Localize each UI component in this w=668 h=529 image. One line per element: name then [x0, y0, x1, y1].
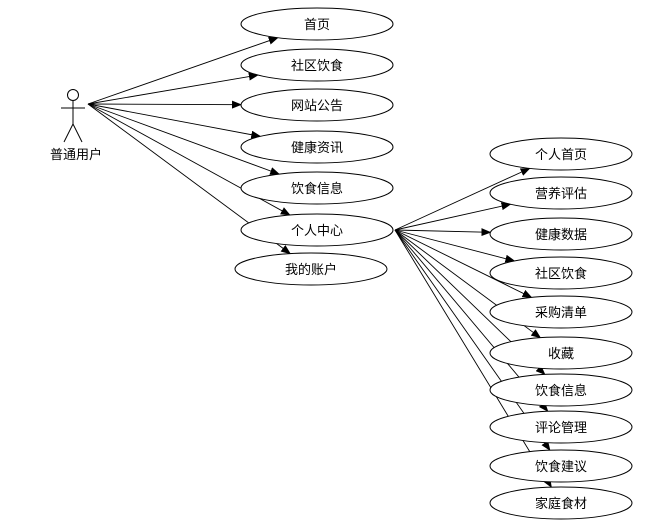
sub-use-case-label: 饮食信息	[535, 383, 587, 399]
use-case-label: 个人中心	[291, 224, 343, 239]
use-case[interactable]: 饮食信息	[240, 171, 394, 205]
use-case[interactable]: 网站公告	[240, 88, 394, 122]
sub-use-case-label: 饮食建议	[535, 459, 587, 475]
personal-center-assoc-line	[394, 228, 492, 237]
sub-use-case[interactable]: 饮食信息	[489, 373, 633, 407]
sub-use-case[interactable]: 评论管理	[489, 410, 633, 444]
use-case-label: 我的账户	[285, 262, 337, 278]
sub-use-case-label: 个人首页	[535, 148, 587, 163]
use-case-label: 饮食信息	[291, 181, 343, 197]
actor-assoc-line	[87, 72, 259, 105]
sub-use-case[interactable]: 营养评估	[489, 176, 633, 210]
sub-use-case-ellipse	[489, 410, 633, 444]
use-case-ellipse	[234, 252, 388, 286]
personal-center-assoc-line	[394, 202, 512, 231]
sub-use-case[interactable]: 采购清单	[489, 295, 633, 329]
sub-use-case-label: 收藏	[548, 347, 574, 362]
actor-left-leg	[63, 123, 74, 143]
use-case[interactable]: 健康资讯	[240, 130, 394, 164]
use-case-ellipse	[240, 130, 394, 164]
sub-use-case-label: 健康数据	[535, 227, 587, 243]
sub-use-case-ellipse	[489, 295, 633, 329]
actor-head	[67, 89, 79, 101]
actor-assoc-line	[87, 36, 279, 105]
personal-center-assoc-line	[394, 167, 531, 231]
actor-right-leg	[72, 123, 83, 143]
sub-use-case[interactable]: 个人首页	[489, 137, 633, 171]
sub-use-case-ellipse	[489, 176, 633, 210]
use-case-ellipse	[240, 88, 394, 122]
actor-assoc-line	[87, 103, 281, 175]
use-case[interactable]: 个人中心	[240, 213, 394, 247]
use-case[interactable]: 社区饮食	[240, 48, 394, 82]
personal-center-assoc-line	[394, 229, 533, 298]
personal-center-assoc-line	[394, 229, 552, 489]
use-case-label: 社区饮食	[291, 58, 343, 74]
sub-use-case-ellipse	[489, 336, 633, 370]
sub-use-case[interactable]: 健康数据	[489, 217, 633, 251]
sub-use-case-ellipse	[489, 256, 633, 290]
use-case-label: 健康资讯	[291, 140, 343, 156]
actor-assoc-line	[87, 100, 243, 109]
sub-use-case-label: 家庭食材	[535, 496, 587, 512]
use-case-ellipse	[240, 7, 394, 41]
use-case-label: 网站公告	[291, 99, 343, 114]
sub-use-case-ellipse	[489, 486, 633, 520]
sub-use-case-ellipse	[489, 373, 633, 407]
sub-use-case[interactable]: 饮食建议	[489, 449, 633, 483]
use-case[interactable]: 我的账户	[234, 252, 388, 286]
sub-use-case-ellipse	[489, 449, 633, 483]
use-case[interactable]: 首页	[240, 7, 394, 41]
sub-use-case-ellipse	[489, 217, 633, 251]
use-case-label: 首页	[304, 18, 330, 33]
sub-use-case-label: 采购清单	[535, 305, 587, 321]
use-case-ellipse	[240, 48, 394, 82]
sub-use-case-label: 营养评估	[535, 186, 587, 202]
use-case-ellipse	[240, 213, 394, 247]
actor-assoc-line	[87, 103, 262, 139]
actor-name: 普通用户	[50, 147, 102, 163]
sub-use-case-label: 评论管理	[535, 421, 587, 436]
sub-use-case[interactable]: 家庭食材	[489, 486, 633, 520]
sub-use-case[interactable]: 社区饮食	[489, 256, 633, 290]
actor: 普通用户	[50, 89, 102, 163]
sub-use-case-label: 社区饮食	[535, 266, 587, 282]
use-case-ellipse	[240, 171, 394, 205]
personal-center-assoc-line	[394, 229, 516, 263]
sub-use-case-ellipse	[489, 137, 633, 171]
sub-use-case[interactable]: 收藏	[489, 336, 633, 370]
